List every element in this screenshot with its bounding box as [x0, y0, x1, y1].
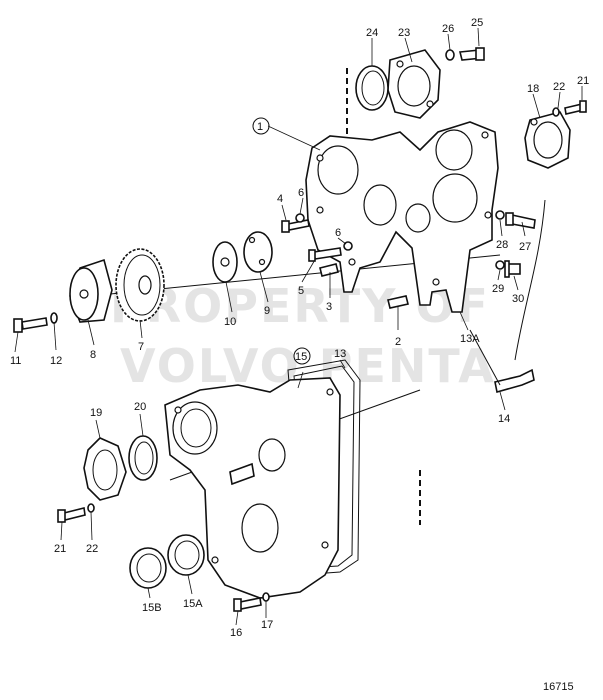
part-label-13A: 13A: [460, 333, 480, 345]
washer-26: [445, 49, 455, 61]
washer-17: [262, 592, 270, 602]
drawing-number: 16715: [543, 681, 574, 693]
bolt-5: [308, 247, 342, 262]
part-label-21-top: 21: [577, 75, 589, 87]
dowel-3: [319, 263, 339, 277]
part-label-19: 19: [90, 407, 102, 419]
part-label-17: 17: [261, 619, 273, 631]
part-label-22-top: 22: [553, 81, 565, 93]
washer-22-bottom: [87, 503, 95, 513]
leader-lines: [14, 27, 583, 626]
seal-ring-24: [355, 65, 389, 111]
part-label-15B: 15B: [142, 602, 162, 614]
cover-plate-18: [524, 111, 571, 169]
part-label-11: 11: [10, 355, 21, 367]
part-label-6-lower: 6: [335, 227, 341, 239]
part-label-18: 18: [527, 83, 539, 95]
label-1-circle: [252, 117, 270, 135]
part-label-15: 15: [295, 351, 307, 363]
seal-ring-20: [128, 435, 158, 481]
part-label-20: 20: [134, 401, 146, 413]
washer-29: [495, 260, 505, 270]
bolt-16: [233, 597, 262, 612]
washer-22-top: [552, 107, 560, 117]
timing-gear-housing: [305, 121, 499, 313]
part-label-5: 5: [298, 285, 304, 297]
plug-30: [504, 260, 521, 278]
washer-6-upper: [295, 213, 305, 223]
sensor-27: [505, 212, 536, 229]
part-label-3: 3: [326, 301, 332, 313]
seal-15A: [167, 534, 205, 576]
part-label-24: 24: [366, 27, 378, 39]
cover-cap-19: [83, 437, 127, 501]
bolt-11: [13, 317, 48, 333]
part-label-1: 1: [257, 121, 263, 133]
part-label-10: 10: [224, 316, 236, 328]
bolt-21-top: [564, 100, 587, 115]
part-label-14: 14: [498, 413, 510, 425]
label-15-circle: [293, 347, 311, 365]
washer-12: [50, 312, 58, 324]
part-label-28: 28: [496, 239, 508, 251]
part-label-27: 27: [519, 241, 531, 253]
timing-gear-7: [115, 248, 165, 322]
part-label-15A: 15A: [183, 598, 203, 610]
hub-10: [212, 241, 238, 283]
part-label-29: 29: [492, 283, 504, 295]
washer-28: [495, 210, 505, 220]
cover-plate-23: [387, 49, 441, 119]
part-label-9: 9: [264, 305, 270, 317]
bolt-25: [458, 47, 485, 61]
part-label-4: 4: [277, 193, 283, 205]
dowel-2: [387, 295, 409, 309]
part-label-21-bottom: 21: [54, 543, 66, 555]
part-label-12: 12: [50, 355, 62, 367]
bolt-21-bottom: [57, 507, 86, 523]
part-label-2: 2: [395, 336, 401, 348]
part-label-23: 23: [398, 27, 410, 39]
part-label-8: 8: [90, 349, 96, 361]
part-label-30: 30: [512, 293, 524, 305]
seal-15B: [129, 547, 167, 589]
sealant-tube-14: [469, 199, 546, 394]
part-label-25: 25: [471, 17, 483, 29]
bolt-4: [281, 219, 310, 233]
part-label-7: 7: [138, 341, 144, 353]
part-label-22-bottom: 22: [86, 543, 98, 555]
part-label-6-upper: 6: [298, 187, 304, 199]
part-label-16: 16: [230, 627, 242, 639]
flange-9: [243, 231, 273, 273]
part-label-26: 26: [442, 23, 454, 35]
front-timing-cover-15: [164, 377, 341, 599]
pulley-hub-8: [69, 258, 113, 323]
part-label-13: 13: [334, 348, 346, 360]
